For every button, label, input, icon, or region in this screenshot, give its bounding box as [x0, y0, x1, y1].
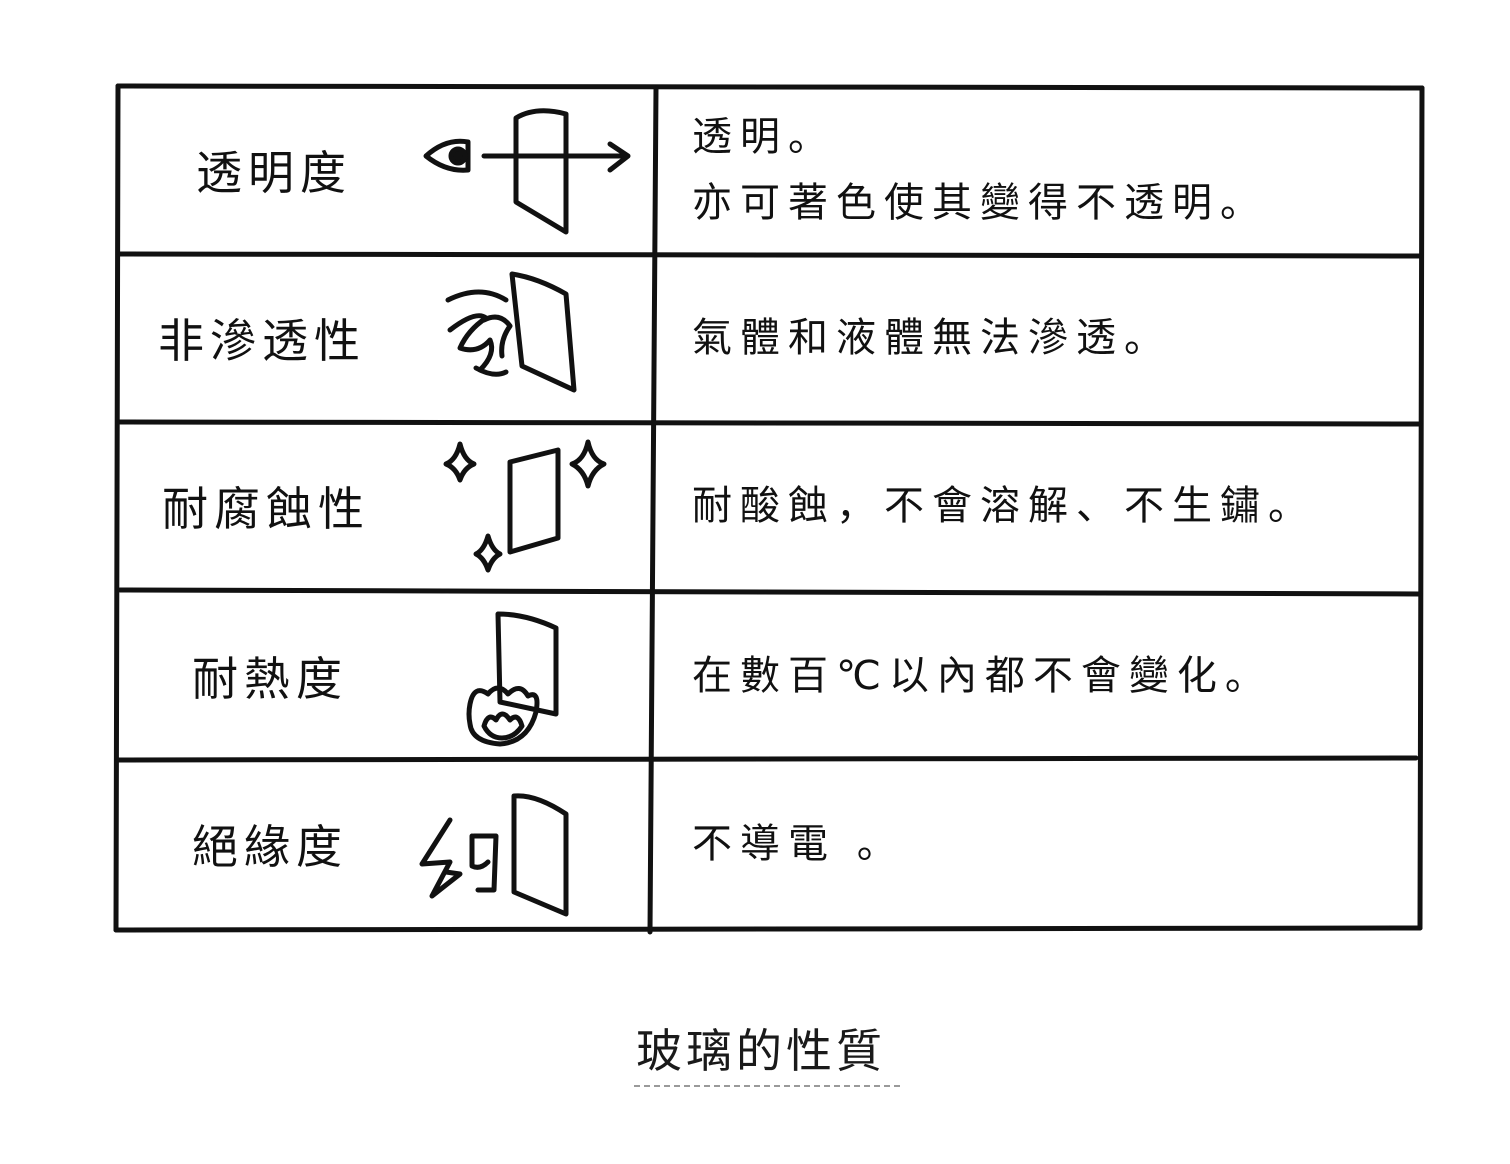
table-row: 耐腐蝕性 耐酸蝕，不會溶解、不生鏽。: [116, 422, 1422, 590]
lightning-glass-icon: [416, 766, 646, 922]
property-label: 透明度: [196, 146, 352, 200]
table-row: 透明度 透明。 亦可著色使其變得不透明。: [116, 86, 1422, 254]
flame-glass-icon: [416, 598, 646, 754]
property-description: 透明。 亦可著色使其變得不透明。: [692, 104, 1268, 236]
eye-glass-arrow-icon: [416, 92, 646, 248]
property-description: 不導電 。: [692, 811, 905, 877]
description-line: 在數百℃以內都不會變化。: [692, 653, 1273, 699]
property-description: 耐酸蝕，不會溶解、不生鏽。: [692, 473, 1316, 539]
liquid-blocked-icon: [416, 260, 646, 416]
property-label: 耐熱度: [192, 652, 348, 706]
description-line: 氣體和液體無法滲透。: [692, 315, 1172, 361]
description-line: 不導電 。: [692, 821, 905, 867]
property-description: 氣體和液體無法滲透。: [692, 305, 1172, 371]
table-row: 絕緣度 不導電 。: [116, 760, 1422, 928]
property-label: 耐腐蝕性: [162, 482, 370, 536]
table-row: 非滲透性 氣體和液體無法滲透。: [116, 254, 1422, 422]
description-line: 透明。: [692, 114, 836, 160]
description-line: 亦可著色使其變得不透明。: [692, 180, 1268, 226]
table-row: 耐熱度 在數百℃以內都不會變化。: [116, 592, 1422, 760]
property-label: 絕緣度: [192, 820, 348, 874]
property-description: 在數百℃以內都不會變化。: [692, 643, 1273, 709]
figure-caption: 玻璃的性質: [636, 1024, 886, 1078]
property-label: 非滲透性: [158, 314, 366, 368]
sparkle-glass-icon: [416, 428, 646, 584]
description-line: 耐酸蝕，不會溶解、不生鏽。: [692, 483, 1316, 529]
caption-dashed-rule: [634, 1085, 900, 1087]
